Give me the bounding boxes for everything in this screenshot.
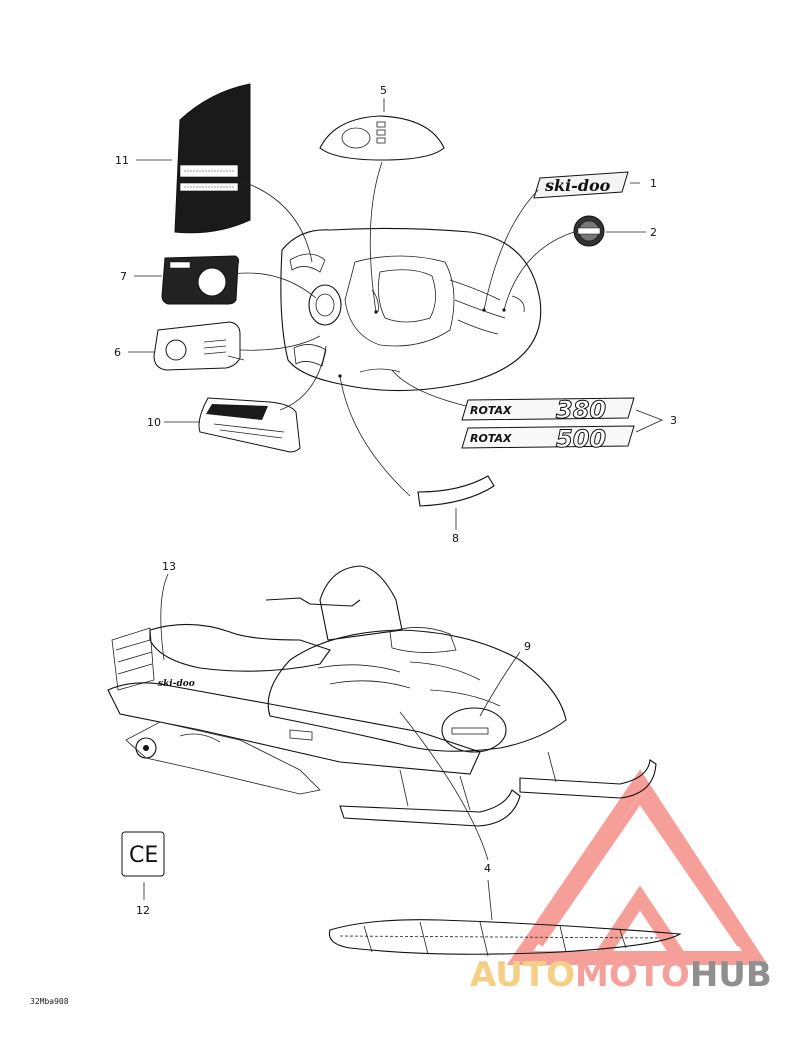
decal-5-console-oval — [319, 115, 445, 161]
callout-2: 2 — [650, 226, 657, 239]
callout-13: 13 — [162, 560, 176, 573]
callout-3: 3 — [670, 414, 677, 427]
decal-12-ce-mark: CE — [121, 831, 165, 877]
decal-11-warning-label — [174, 83, 251, 234]
callout-10: 10 — [147, 416, 161, 429]
callout-12: 12 — [136, 904, 150, 917]
side-brand-text: ski-doo — [158, 679, 195, 689]
decal-7-ignition-label — [161, 255, 240, 305]
decal-3-rotax-500: ROTAX 500 — [461, 425, 635, 454]
snowmobile-side-view: ski-doo — [107, 565, 657, 827]
watermark-logo: AUTOMOTOHUB — [470, 955, 772, 995]
rotax-500-number: 500 — [556, 425, 606, 453]
decal-2-round-badge — [573, 215, 605, 247]
decal-4-side-stripe — [328, 919, 682, 957]
callout-9: 9 — [524, 640, 531, 653]
callout-8: 8 — [452, 532, 459, 545]
decal-1-brand-logo: ski-doo — [533, 171, 629, 199]
rotax-500-word: ROTAX — [470, 432, 512, 445]
callout-numbers: 11 5 1 2 7 6 10 3 8 13 9 4 12 — [114, 84, 677, 917]
rotax-380-word: ROTAX — [470, 404, 512, 417]
watermark-auto: AUTO — [470, 955, 575, 995]
hood-top-view — [280, 227, 542, 392]
leader-lines-upper — [128, 98, 664, 530]
callout-4: 4 — [484, 862, 491, 875]
rotax-380-number: 380 — [556, 396, 606, 424]
leader-lines-lower — [143, 573, 521, 921]
ce-mark-text: CE — [129, 843, 158, 868]
brand-logo-text: ski-doo — [544, 176, 611, 195]
callout-1: 1 — [650, 177, 657, 190]
watermark-triangle-icon — [506, 769, 768, 965]
watermark-moto: MOTO — [574, 955, 690, 995]
decal-3-rotax-380: ROTAX 380 — [461, 396, 635, 425]
callout-6: 6 — [114, 346, 121, 359]
watermark-hub: HUB — [689, 955, 772, 995]
callout-7: 7 — [120, 270, 127, 283]
decal-8-curved-strip — [417, 475, 495, 507]
drawing-code: 32Mba908 — [30, 997, 69, 1006]
callout-5: 5 — [380, 84, 387, 97]
callout-11: 11 — [115, 154, 129, 167]
decal-10-side-label — [198, 397, 301, 453]
decal-6-switch-panel-label — [153, 321, 245, 371]
